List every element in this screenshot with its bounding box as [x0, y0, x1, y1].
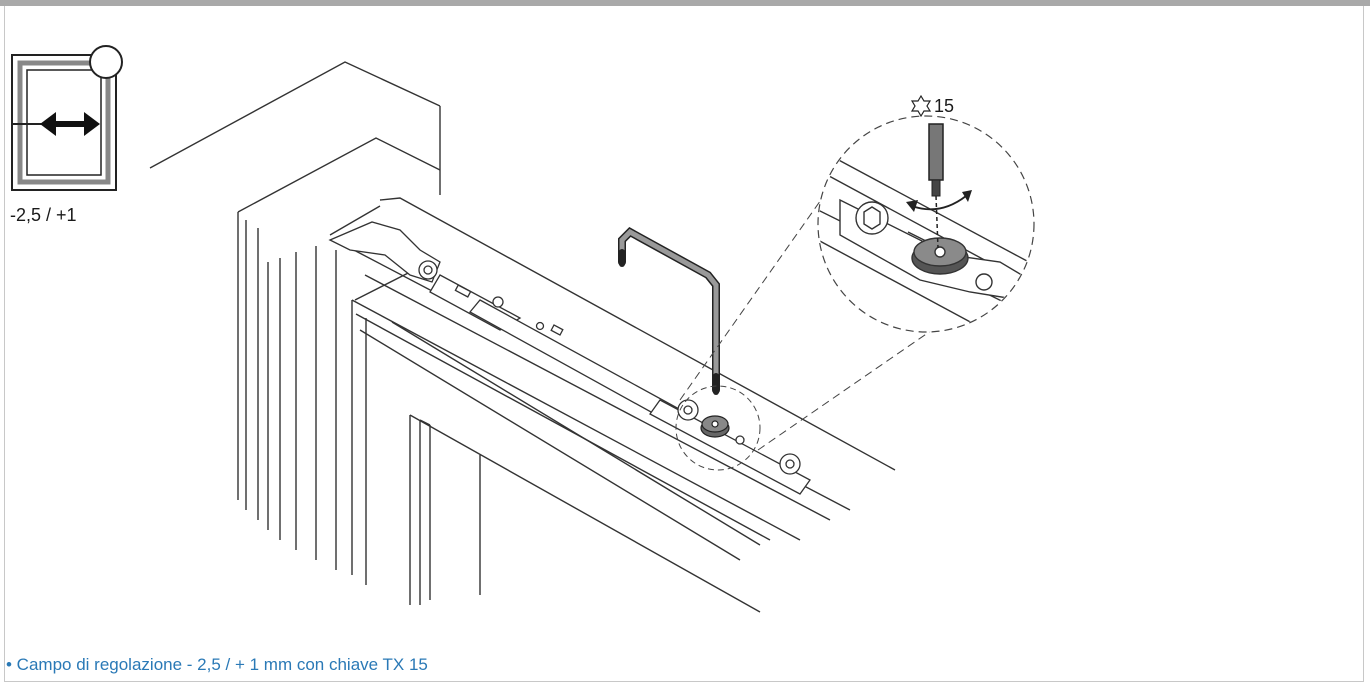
hinge-fitting: [328, 221, 811, 495]
allen-key-tool: [618, 227, 720, 395]
frame-block: [149, 61, 441, 570]
window-horizontal-arrow-icon: [11, 45, 123, 191]
adjustment-note: • Campo di regolazione - 2,5 / + 1 mm co…: [6, 655, 428, 674]
detail-marker-circle: [675, 385, 761, 471]
detail-magnified-view: [817, 115, 1035, 333]
adjustment-cam: [700, 415, 730, 438]
figure-frame: [4, 6, 1364, 682]
adjustment-range-label: -2,5 / +1: [10, 205, 77, 225]
torx-star-icon: [910, 94, 932, 118]
torx-size-label: 15: [934, 96, 955, 116]
top-header-bar: [0, 0, 1370, 6]
